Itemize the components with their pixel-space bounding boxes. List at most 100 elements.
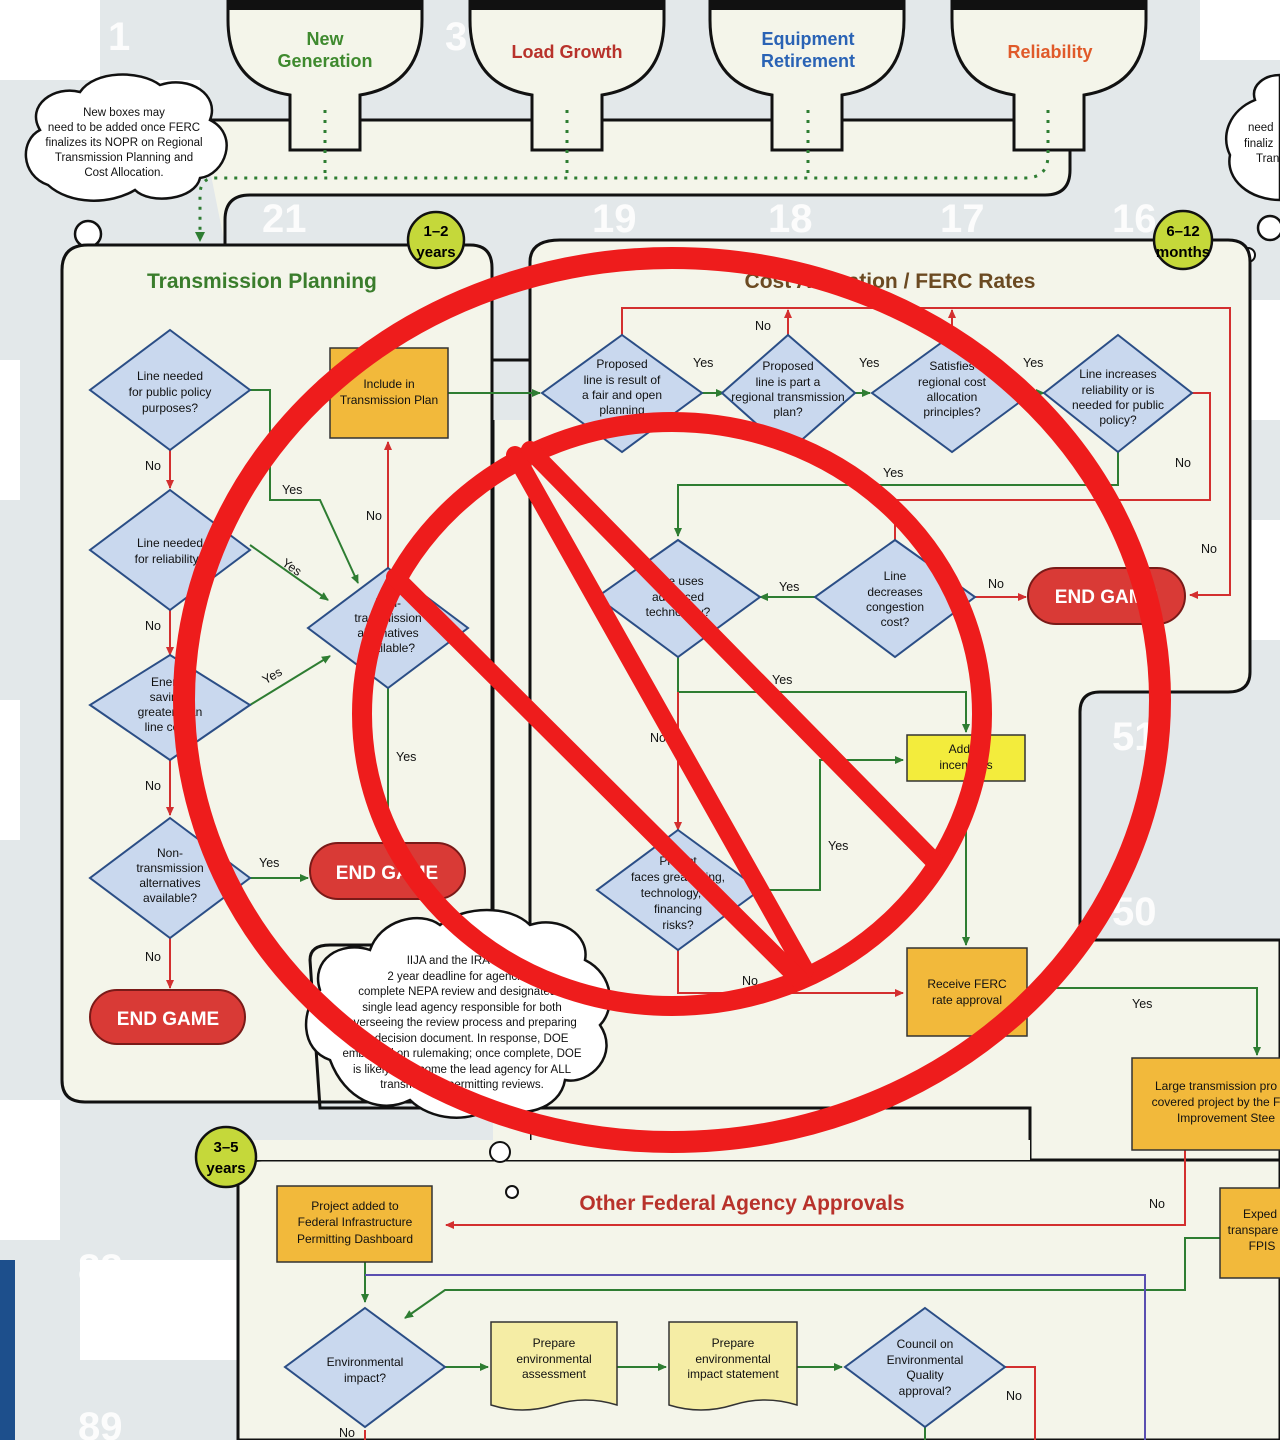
box-expedite bbox=[1219, 1187, 1280, 1279]
flow-label: No bbox=[755, 319, 771, 333]
flow-label: No bbox=[145, 619, 161, 633]
end-game-left: END GAME bbox=[89, 989, 246, 1045]
hopper-label: Reliability bbox=[1007, 42, 1092, 62]
cloud-text: New boxes may bbox=[83, 107, 165, 119]
flow-label: No bbox=[145, 459, 161, 473]
cloud-top-left bbox=[24, 73, 228, 282]
flow-label: Yes bbox=[859, 356, 879, 370]
board-number: 88 bbox=[78, 1247, 123, 1291]
node-text: available? bbox=[143, 891, 197, 905]
decision-env-impact bbox=[283, 1306, 447, 1429]
node-text: Satisfies bbox=[929, 359, 974, 373]
node-text: Non- bbox=[157, 846, 183, 860]
decision-risks bbox=[595, 828, 762, 952]
node-text: transmission bbox=[136, 861, 203, 875]
cloud-text: finaliz bbox=[1244, 138, 1274, 150]
node-text: Permitting Dashboard bbox=[297, 1232, 413, 1246]
end-game-label: END GAME bbox=[1055, 587, 1157, 608]
node-text: impact? bbox=[344, 1371, 386, 1385]
node-text: allocation bbox=[927, 390, 978, 404]
decision-energy-savings bbox=[88, 653, 252, 762]
cloud-text: 2 year deadline for agencies to bbox=[387, 971, 544, 983]
node-text: for reliability? bbox=[135, 552, 206, 566]
node-text: Proposed bbox=[596, 357, 647, 371]
node-text: line is result of bbox=[584, 373, 661, 387]
node-text: cost? bbox=[881, 615, 910, 629]
badge-text: 3–5 bbox=[213, 1139, 238, 1156]
decision-ceq bbox=[843, 1306, 1007, 1429]
board-number: 18 bbox=[768, 197, 813, 241]
node-text: impact statement bbox=[687, 1367, 779, 1381]
node-text: Line increases bbox=[1079, 367, 1156, 381]
box-large-project bbox=[1131, 1057, 1280, 1151]
section-title-planning: Transmission Planning bbox=[147, 270, 377, 293]
node-text: Quality bbox=[906, 1368, 943, 1382]
node-text: a fair and open bbox=[582, 388, 662, 402]
node-text: regional cost bbox=[918, 375, 987, 389]
flow-label: No bbox=[1201, 542, 1217, 556]
node-text: Improvement Stee bbox=[1177, 1111, 1275, 1125]
node-text: Proposed bbox=[762, 359, 813, 373]
node-text: Large transmission pro bbox=[1155, 1079, 1277, 1093]
hopper-label: Retirement bbox=[761, 51, 855, 71]
flow-label: No bbox=[1006, 1389, 1022, 1403]
hopper-reliability bbox=[950, 0, 1148, 152]
node-text: FPIS bbox=[1249, 1239, 1276, 1253]
node-text: congestion bbox=[866, 600, 924, 614]
badge-federal: 3–5 years bbox=[194, 1125, 258, 1189]
flow-label: No bbox=[339, 1426, 355, 1440]
node-text: approval? bbox=[899, 1384, 952, 1398]
hopper-load-growth bbox=[468, 0, 666, 152]
node-text: Project added to bbox=[311, 1199, 399, 1213]
node-text: Environmental bbox=[887, 1353, 964, 1367]
node-text: Line needed bbox=[137, 369, 203, 383]
flow-label: No bbox=[145, 779, 161, 793]
doc-prep-eis bbox=[668, 1321, 798, 1411]
flow-label: No bbox=[366, 509, 382, 523]
hopper-label: Generation bbox=[277, 51, 372, 71]
hopper-new-generation bbox=[226, 0, 424, 152]
node-text: reliability or is bbox=[1082, 383, 1155, 397]
cloud-text: complete NEPA review and designated a bbox=[358, 986, 566, 998]
cloud-top-right bbox=[1224, 73, 1280, 276]
end-game-label: END GAME bbox=[117, 1009, 219, 1030]
board-number: 3 bbox=[445, 15, 467, 59]
node-text: financing bbox=[654, 902, 702, 916]
hopper-label: Equipment bbox=[762, 29, 855, 49]
cloud-text: Transmission Planning and bbox=[55, 152, 193, 164]
badge-ferc: 6–12 months bbox=[1152, 209, 1214, 271]
decision-public-policy bbox=[88, 328, 252, 452]
node-text: Receive FERC bbox=[927, 977, 1007, 991]
flow-label: No bbox=[742, 974, 758, 988]
flow-label: Yes bbox=[883, 466, 903, 480]
flow-label: No bbox=[988, 577, 1004, 591]
node-text: policy? bbox=[1099, 413, 1137, 427]
badge-text: months bbox=[1156, 244, 1210, 261]
badge-planning: 1–2 years bbox=[406, 210, 466, 270]
badge-text: 1–2 bbox=[423, 223, 448, 240]
board-number: 17 bbox=[940, 197, 985, 241]
node-text: Include in bbox=[363, 377, 414, 391]
flow-label: Yes bbox=[772, 673, 792, 687]
cloud-text: the decision document. In response, DOE bbox=[356, 1033, 569, 1045]
flow-label: Yes bbox=[828, 839, 848, 853]
node-text: Prepare bbox=[533, 1336, 576, 1350]
node-text: line is part a bbox=[756, 375, 821, 389]
node-text: rate approval bbox=[932, 993, 1002, 1007]
node-text: plan? bbox=[773, 405, 803, 419]
prohibition-overlay bbox=[173, 247, 1171, 1153]
flow-label: Yes bbox=[1132, 997, 1152, 1011]
flow-label: No bbox=[1149, 1197, 1165, 1211]
node-text: Exped bbox=[1243, 1207, 1277, 1221]
cloud-text: single lead agency responsible for both bbox=[362, 1002, 561, 1014]
node-text: decreases bbox=[867, 585, 922, 599]
node-text: Transmission Plan bbox=[340, 393, 438, 407]
flow-label: No bbox=[1175, 456, 1191, 470]
flow-label: Yes bbox=[1023, 356, 1043, 370]
node-text: Line needed bbox=[137, 536, 203, 550]
node-text: environmental bbox=[516, 1352, 591, 1366]
doc-prep-ea bbox=[490, 1321, 618, 1411]
node-text: Prepare bbox=[712, 1336, 755, 1350]
flow-label: Yes bbox=[282, 483, 302, 497]
board-number: 89 bbox=[78, 1405, 123, 1440]
